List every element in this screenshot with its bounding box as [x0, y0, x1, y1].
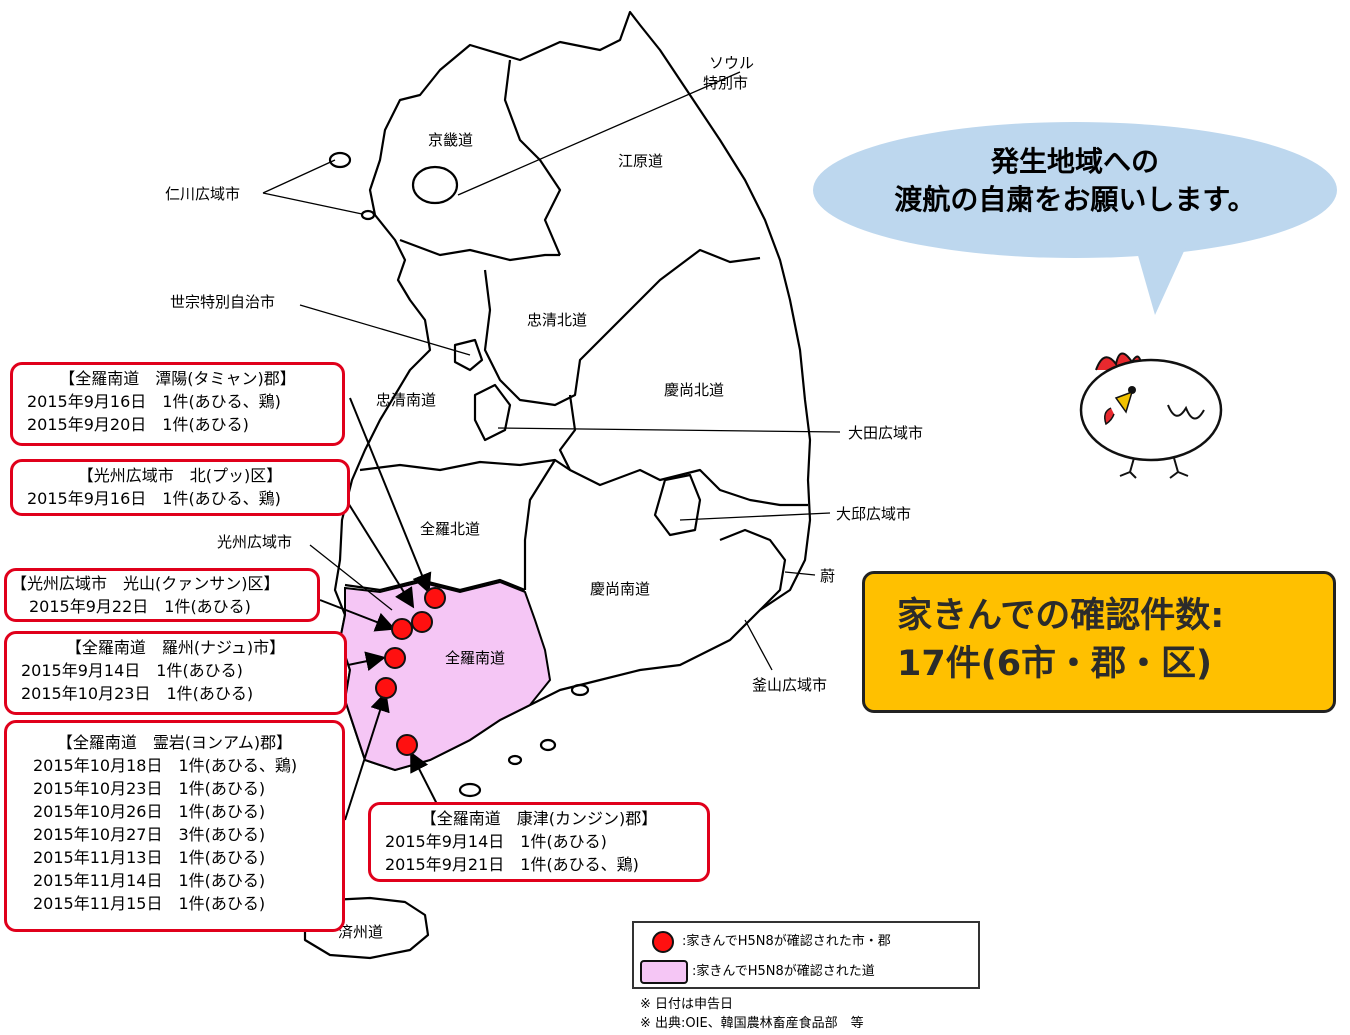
legend-row-area: :家きんでH5N8が確認された道 [640, 959, 875, 985]
outbreak-dot-icon [652, 930, 674, 953]
outbreak-title: 【全羅南道 霊岩(ヨンアム)郡】 [56, 733, 293, 752]
outbreak-title: 【光州広域市 北(プッ)区】 [77, 466, 283, 485]
note-source: ※ 出典:OIE、韓国農林畜産食品部 等 [640, 1016, 864, 1031]
outbreak-box-naju: 【全羅南道 羅州(ナジュ)市】 2015年9月14日 1件(あひる) 2015年… [4, 631, 347, 715]
case-count-line-2: 17件(6市・郡・区) [897, 644, 1213, 684]
note-date: ※ 日付は申告日 [640, 997, 734, 1012]
legend-dot-label: :家きんでH5N8が確認された市・郡 [682, 934, 891, 949]
outbreak-box-damyang: 【全羅南道 潭陽(タミャン)郡】 2015年9月16日 1件(あひる、鶏) 20… [10, 362, 345, 446]
outbreak-row: 2015年9月16日 1件(あひる、鶏) [27, 392, 281, 411]
outbreak-box-gwangsan: 【光州広域市 光山(クァンサン)区】 2015年9月22日 1件(あひる) [4, 568, 320, 622]
border-jeonbuk [359, 458, 571, 472]
outbreak-row: 2015年10月26日 1件(あひる) [33, 802, 266, 821]
outbreak-row: 2015年10月23日 1件(あひる) [33, 779, 266, 798]
outbreak-row: 2015年11月13日 1件(あひる) [33, 848, 266, 867]
outbreak-dot-yeongam [375, 677, 397, 699]
outbreak-dot-gangjin [396, 734, 418, 756]
border-gyeongnam-east [719, 528, 787, 611]
bubble-line-1: 発生地域への [990, 145, 1159, 178]
outbreak-row: 2015年9月22日 1件(あひる) [29, 597, 251, 616]
outbreak-row: 2015年11月14日 1件(あひる) [33, 871, 266, 890]
label-gyeongnam: 慶尚南道 [590, 580, 651, 598]
sejong-outline [453, 338, 484, 372]
label-seoul-2: 特別市 [703, 74, 749, 92]
province-swatch-icon [640, 959, 688, 984]
legend-area-label: :家きんでH5N8が確認された道 [692, 964, 875, 979]
label-gyeonggi: 京畿道 [428, 131, 474, 149]
border-gyeongbuk-south [558, 394, 808, 507]
bubble-line-2: 渡航の自粛をお願いします。 [894, 183, 1256, 216]
legend-row-dot: :家きんでH5N8が確認された市・郡 [640, 929, 891, 955]
outbreak-title: 【全羅南道 潭陽(タミャン)郡】 [59, 369, 296, 388]
label-busan: 釜山広域市 [752, 676, 828, 694]
case-count-box: 家きんでの確認件数: 17件(6市・郡・区) [862, 571, 1336, 713]
outbreak-row: 2015年9月20日 1件(あひる) [27, 415, 249, 434]
outbreak-row: 2015年10月23日 1件(あひる) [21, 684, 254, 703]
outbreak-dot-damyang [424, 587, 446, 609]
outbreak-row: 2015年11月15日 1件(あひる) [33, 894, 266, 913]
daejeon-outline [473, 383, 512, 442]
outbreak-box-gwangju-buk: 【光州広域市 北(プッ)区】 2015年9月16日 1件(あひる、鶏) [10, 459, 350, 516]
jeonnam-highlight [338, 580, 552, 772]
outbreak-row: 2015年10月27日 3件(あひる) [33, 825, 266, 844]
label-incheon: 仁川広域市 [165, 185, 241, 203]
outbreak-row: 2015年9月14日 1件(あひる) [21, 661, 243, 680]
label-ulsan: 蔚 [820, 567, 836, 585]
seoul-outline [411, 165, 459, 205]
speech-bubble [813, 122, 1337, 315]
border-gyeonggi-gangwon [503, 59, 562, 256]
border-jeonbuk-south [344, 578, 526, 592]
outbreak-dot-naju [384, 647, 406, 669]
label-chungnam: 忠清南道 [376, 391, 437, 409]
label-chungbuk: 忠清北道 [527, 311, 588, 329]
daegu-outline [653, 473, 702, 537]
case-count-line-1: 家きんでの確認件数: [897, 596, 1225, 636]
outbreak-box-yeongam: 【全羅南道 霊岩(ヨンアム)郡】 2015年10月18日 1件(あひる、鶏) 2… [4, 720, 345, 932]
label-gyeongbuk: 慶尚北道 [664, 381, 725, 399]
outbreak-title: 【光州広域市 光山(クァンサン)区】 [11, 574, 280, 593]
chicken-mascot-icon [1079, 352, 1223, 479]
border-gyeongnam-west [523, 459, 556, 590]
label-seoul-1: ソウル [709, 54, 755, 72]
label-jeonnam: 全羅南道 [445, 649, 506, 667]
outbreak-row: 2015年9月14日 1件(あひる) [385, 832, 607, 851]
outbreak-row: 2015年9月21日 1件(あひる、鶏) [385, 855, 639, 874]
outbreak-dot-gwangsan [391, 618, 413, 640]
outbreak-title: 【全羅南道 康津(カンジン)郡】 [420, 809, 658, 828]
speech-bubble-text: 発生地域への 渡航の自粛をお願いします。 [810, 143, 1340, 219]
outbreak-title: 【全羅南道 羅州(ナジュ)市】 [65, 638, 286, 657]
border-chungbuk [483, 248, 761, 407]
label-jeonbuk: 全羅北道 [420, 520, 481, 538]
map-legend: :家きんでH5N8が確認された市・郡 :家きんでH5N8が確認された道 [632, 921, 980, 989]
label-sejong: 世宗特別自治市 [170, 293, 276, 311]
label-jeju: 済州道 [338, 923, 384, 941]
jeju-outline [303, 896, 430, 960]
outbreak-dot-gwangju-buk [411, 611, 433, 633]
label-gwangju: 光州広域市 [217, 533, 293, 551]
label-daejeon: 大田広域市 [848, 424, 924, 442]
outbreak-box-gangjin: 【全羅南道 康津(カンジン)郡】 2015年9月14日 1件(あひる) 2015… [368, 802, 710, 882]
label-daegu: 大邱広域市 [836, 505, 912, 523]
outbreak-row: 2015年9月16日 1件(あひる、鶏) [27, 489, 281, 508]
label-gangwon: 江原道 [618, 152, 664, 170]
outbreak-row: 2015年10月18日 1件(あひる、鶏) [33, 756, 298, 775]
border-gyeonggi-chungnam [399, 238, 560, 262]
